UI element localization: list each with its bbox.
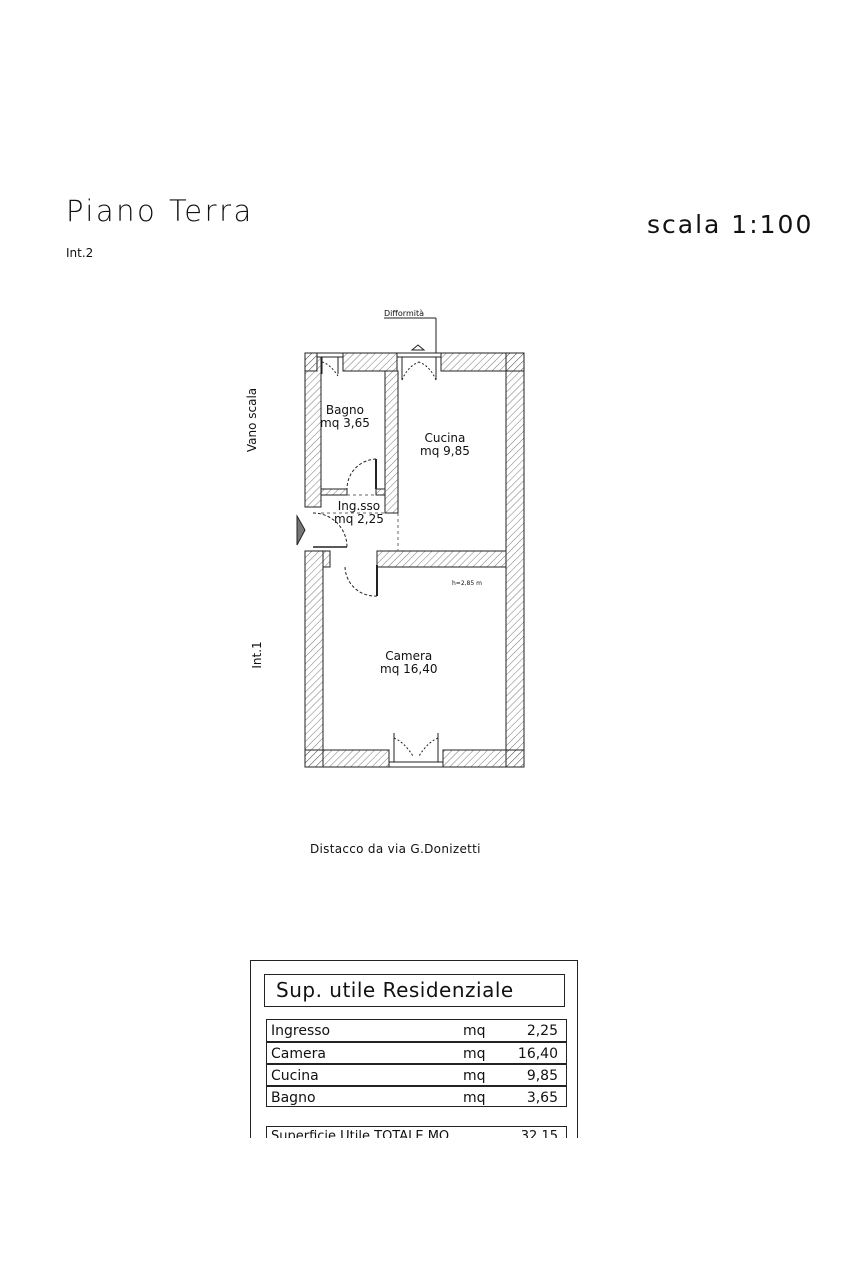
row-value: 9,85 [526,1068,558,1084]
table-row: Ingresso mq 2,25 [266,1019,567,1041]
row-value: 16,40 [517,1046,558,1062]
area-table-title: Sup. utile Residenziale [264,974,565,1007]
room-camera: Camera mq 16,40 [380,650,437,676]
row-name: Camera [271,1046,326,1062]
street-label: Distacco da via G.Donizetti [310,842,481,856]
difformita-label: Difformità [384,309,424,318]
row-unit: mq [463,1023,486,1039]
room-cucina-name: Cucina [424,431,466,445]
page-title: Piano Terra [66,194,254,228]
total-name: Superficie Utile TOTALE MQ [271,1129,450,1138]
room-bagno-name: Bagno [325,403,364,417]
row-name: Ingresso [271,1023,331,1039]
stair-label: Vano scala [245,388,259,452]
neighbor-label: Int.1 [250,641,264,668]
row-name: Bagno [271,1090,316,1106]
row-name: Cucina [271,1068,319,1084]
row-value: 3,65 [526,1090,558,1106]
room-ingresso-area: mq 2,25 [334,512,384,526]
row-unit: mq [463,1090,486,1106]
total-value: 32,15 [520,1129,558,1138]
area-table: Sup. utile Residenziale Ingresso mq 2,25… [250,960,578,1138]
room-cucina: Cucina mq 9,85 [420,432,470,458]
room-ingresso-name: Ing.sso [337,499,381,513]
outer-walls [304,352,525,768]
room-camera-name: Camera [385,649,433,663]
scale-label: scala 1:100 [647,210,814,239]
room-ingresso: Ing.sso mq 2,25 [334,500,384,526]
unit-label: Int.2 [66,246,94,260]
table-row: Camera mq 16,40 [266,1041,567,1063]
room-camera-area: mq 16,40 [380,662,438,676]
openings [296,317,444,768]
interior-walls [320,370,507,568]
total-row: Superficie Utile TOTALE MQ 32,15 [266,1126,567,1138]
room-cucina-area: mq 9,85 [420,444,470,458]
row-unit: mq [463,1068,486,1084]
area-table-rows: Ingresso mq 2,25 Camera mq 16,40 Cucina … [266,1019,567,1107]
height-note: h=2,85 m [452,580,482,587]
row-value: 2,25 [526,1023,558,1039]
room-bagno: Bagno mq 3,65 [320,404,370,430]
table-row: Cucina mq 9,85 [266,1063,567,1085]
row-unit: mq [463,1046,486,1062]
room-bagno-area: mq 3,65 [320,416,370,430]
table-row: Bagno mq 3,65 [266,1085,567,1107]
